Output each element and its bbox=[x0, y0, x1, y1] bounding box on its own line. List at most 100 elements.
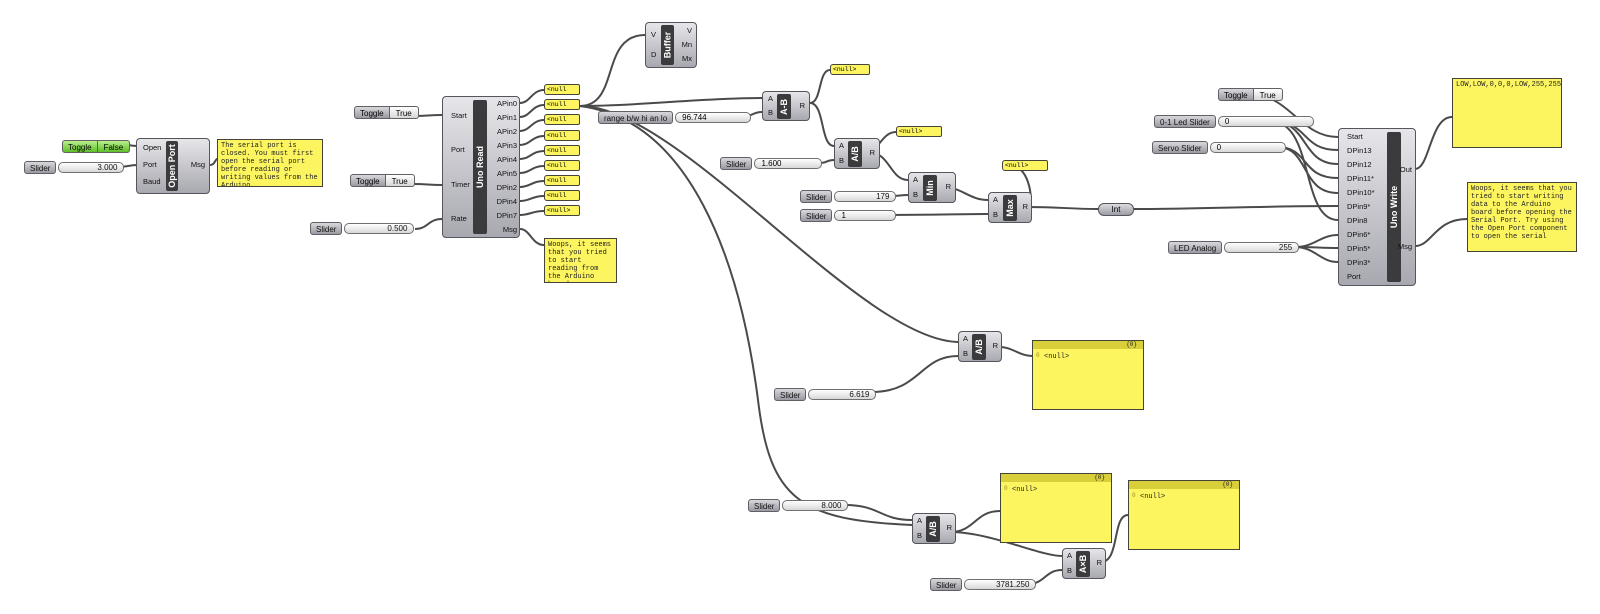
toggle-start[interactable]: Toggle True bbox=[354, 106, 419, 120]
slider-track[interactable]: 255 bbox=[1224, 241, 1300, 253]
slider-track[interactable]: 1 bbox=[834, 209, 897, 221]
max-component[interactable]: A B Max R bbox=[988, 192, 1032, 223]
slider-rate[interactable]: Slider 0.500 bbox=[310, 221, 415, 235]
output-msg: Msg bbox=[190, 160, 205, 169]
toggle-open[interactable]: Toggle False bbox=[62, 140, 131, 154]
multiply-component[interactable]: A B A×B R bbox=[1062, 548, 1106, 579]
int-node[interactable]: Int bbox=[1098, 203, 1134, 216]
divide-component[interactable]: A B A/B R bbox=[834, 138, 880, 169]
slider-track[interactable]: 8.000 bbox=[782, 499, 849, 511]
divide-component-2[interactable]: A B A/B R bbox=[958, 331, 1002, 362]
output-msg: Msg bbox=[1397, 242, 1412, 251]
slider-value: 0 bbox=[1224, 116, 1230, 126]
panel-index: 0 bbox=[1036, 352, 1040, 359]
output-mn: Mn bbox=[681, 40, 692, 49]
slider-track[interactable]: 96.744 bbox=[675, 111, 752, 123]
output-dpin2: DPin2 bbox=[496, 183, 517, 192]
output-r: R bbox=[869, 148, 875, 157]
uno-read-component[interactable]: Start Port Timer Rate Uno Read APin0 APi… bbox=[442, 96, 520, 238]
slider-value: 3.000 bbox=[97, 162, 118, 172]
output-apin2: APin2 bbox=[496, 127, 517, 136]
input-open: Open bbox=[143, 143, 162, 152]
toggle-timer[interactable]: Toggle True bbox=[350, 174, 415, 188]
wire bbox=[1276, 146, 1339, 194]
output-r: R bbox=[946, 523, 952, 532]
input-start: Start bbox=[1347, 132, 1363, 141]
input-b: B bbox=[839, 156, 845, 165]
panel-index: 0 bbox=[1004, 485, 1008, 492]
wire bbox=[413, 183, 443, 186]
slider-servo[interactable]: Servo Slider 0 bbox=[1152, 140, 1286, 154]
toggle-write-start[interactable]: Toggle True bbox=[1218, 88, 1283, 102]
component-title: Open Port bbox=[166, 141, 178, 191]
input-port: Port bbox=[143, 160, 157, 169]
slider-value: 179 bbox=[876, 191, 890, 201]
slider-mult[interactable]: Slider 3781.250 bbox=[930, 577, 1037, 591]
wire bbox=[809, 69, 831, 104]
panel-text: LOW,LOW,0,0,0,LOW,255,255,255 bbox=[1456, 81, 1562, 89]
slider-label: Slider bbox=[720, 156, 753, 170]
component-title: A/B bbox=[972, 334, 986, 360]
wire bbox=[999, 346, 1033, 357]
wire bbox=[1026, 206, 1099, 210]
uno-write-component[interactable]: Start DPin13 DPin12 DPin11* DPin10* DPin… bbox=[1338, 128, 1416, 286]
toggle-value: True bbox=[1253, 88, 1283, 101]
panel-header: {0} bbox=[1033, 341, 1143, 349]
wire bbox=[519, 104, 545, 118]
panel-text: <null> bbox=[1012, 486, 1038, 494]
slider-label: 0-1 Led Slider bbox=[1154, 114, 1216, 128]
input-a: A bbox=[1067, 551, 1073, 560]
slider-led[interactable]: 0-1 Led Slider 0 bbox=[1154, 114, 1314, 128]
null-panel-sub: <null> bbox=[830, 64, 870, 75]
slider-track[interactable]: 1.600 bbox=[754, 157, 823, 169]
input-a: A bbox=[917, 516, 923, 525]
output-dpin7: DPin7 bbox=[496, 211, 517, 220]
slider-div3[interactable]: Slider 8.000 bbox=[748, 498, 849, 512]
panel-text: Woops, it seems that you tried to start … bbox=[1471, 185, 1572, 241]
wire bbox=[414, 218, 443, 230]
slider-track[interactable]: 6.619 bbox=[808, 388, 877, 400]
slider-max[interactable]: Slider 1 bbox=[800, 208, 897, 222]
slider-div2[interactable]: Slider 6.619 bbox=[774, 387, 877, 401]
slider-port[interactable]: Slider 3.000 bbox=[24, 160, 125, 174]
null-panel-apin1: <null bbox=[544, 99, 580, 110]
slider-track[interactable]: 3781.250 bbox=[964, 578, 1037, 590]
slider-value: 8.000 bbox=[821, 500, 842, 510]
divide-component-3[interactable]: A B A/B R bbox=[912, 513, 956, 544]
input-b: B bbox=[993, 210, 999, 219]
input-dpin10: DPin10* bbox=[1347, 188, 1375, 197]
input-port: Port bbox=[451, 145, 465, 154]
wire bbox=[809, 102, 835, 147]
input-v: V bbox=[651, 30, 657, 39]
slider-track[interactable]: 0 bbox=[1217, 115, 1314, 127]
min-component[interactable]: A B Min R bbox=[908, 172, 956, 203]
slider-track[interactable]: 179 bbox=[834, 190, 897, 202]
slider-track[interactable]: 3.000 bbox=[58, 161, 125, 173]
input-start: Start bbox=[451, 111, 467, 120]
wire bbox=[579, 34, 646, 107]
wire bbox=[1414, 218, 1468, 247]
open-port-panel: The serial port is closed. You must firs… bbox=[217, 139, 323, 187]
input-a: A bbox=[993, 195, 999, 204]
toggle-value: True bbox=[389, 106, 419, 119]
slider-analog[interactable]: LED Analog 255 bbox=[1168, 240, 1300, 254]
open-port-component[interactable]: Open Port Baud Open Port Msg bbox=[136, 138, 210, 194]
input-timer: Timer bbox=[451, 180, 470, 189]
buffer-component[interactable]: V D Buffer V Mn Mx bbox=[645, 22, 697, 68]
output-apin3: APin3 bbox=[496, 141, 517, 150]
panel-text: The serial port is closed. You must firs… bbox=[221, 142, 318, 187]
panel-header: {0} bbox=[1001, 474, 1111, 482]
slider-divisor[interactable]: Slider 1.600 bbox=[720, 156, 823, 170]
input-a: A bbox=[768, 94, 774, 103]
subtract-component[interactable]: A B A-B R bbox=[762, 91, 810, 121]
input-dpin12: DPin12 bbox=[1347, 160, 1372, 169]
slider-track[interactable]: 0 bbox=[1209, 141, 1286, 153]
output-apin4: APin4 bbox=[496, 155, 517, 164]
panel-text: Woops, it seems that you tried to start … bbox=[548, 241, 612, 282]
slider-range[interactable]: range b/w hi an lo 96.744 bbox=[598, 110, 752, 124]
slider-track[interactable]: 0.500 bbox=[344, 222, 415, 234]
input-b: B bbox=[913, 190, 919, 199]
output-mx: Mx bbox=[682, 54, 692, 63]
slider-min[interactable]: Slider 179 bbox=[800, 189, 897, 203]
input-dpin3: DPin3* bbox=[1347, 258, 1371, 267]
